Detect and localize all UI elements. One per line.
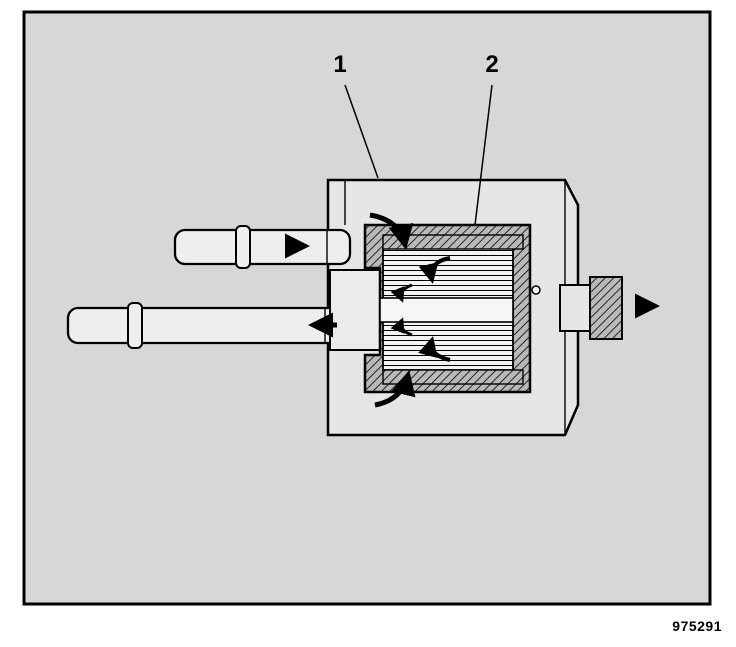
center-tube	[379, 297, 514, 323]
flow-arrow-inner-bottom	[418, 336, 451, 362]
outlet-fitting	[559, 276, 623, 340]
callout-2-leader	[474, 84, 493, 226]
flow-arrow-top-left	[369, 212, 414, 250]
callout-1-leader	[344, 84, 379, 179]
flow-arrow-bottom-left	[374, 370, 416, 408]
return-pipe	[66, 302, 352, 349]
flow-arrow-center-1	[390, 283, 413, 303]
center-plug	[531, 285, 541, 295]
center-connector	[329, 269, 381, 351]
figure-id: 975291	[672, 618, 722, 634]
callout-1-label: 1	[333, 51, 346, 78]
filter-endcap-top	[382, 234, 524, 250]
filter-endcap-bottom	[382, 369, 524, 385]
inlet-pipe	[173, 225, 352, 269]
callout-2-label: 2	[485, 51, 498, 78]
flow-arrow-inner-top	[418, 256, 451, 284]
flow-arrow-center-2	[390, 317, 413, 337]
